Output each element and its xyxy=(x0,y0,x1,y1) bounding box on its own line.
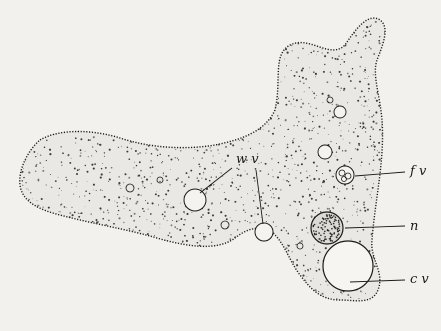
nucleus xyxy=(311,212,343,244)
food-vacuole xyxy=(336,166,354,184)
label-contractile-vacuole: c v xyxy=(410,273,429,286)
label-water-vacuole: w v xyxy=(236,153,259,166)
water-vacuole-right xyxy=(255,223,273,241)
contractile-vacuole xyxy=(323,241,373,291)
label-nucleus: n xyxy=(410,220,418,233)
water-vacuole-left xyxy=(184,189,206,211)
label-food-vacuole: f v xyxy=(410,165,426,178)
